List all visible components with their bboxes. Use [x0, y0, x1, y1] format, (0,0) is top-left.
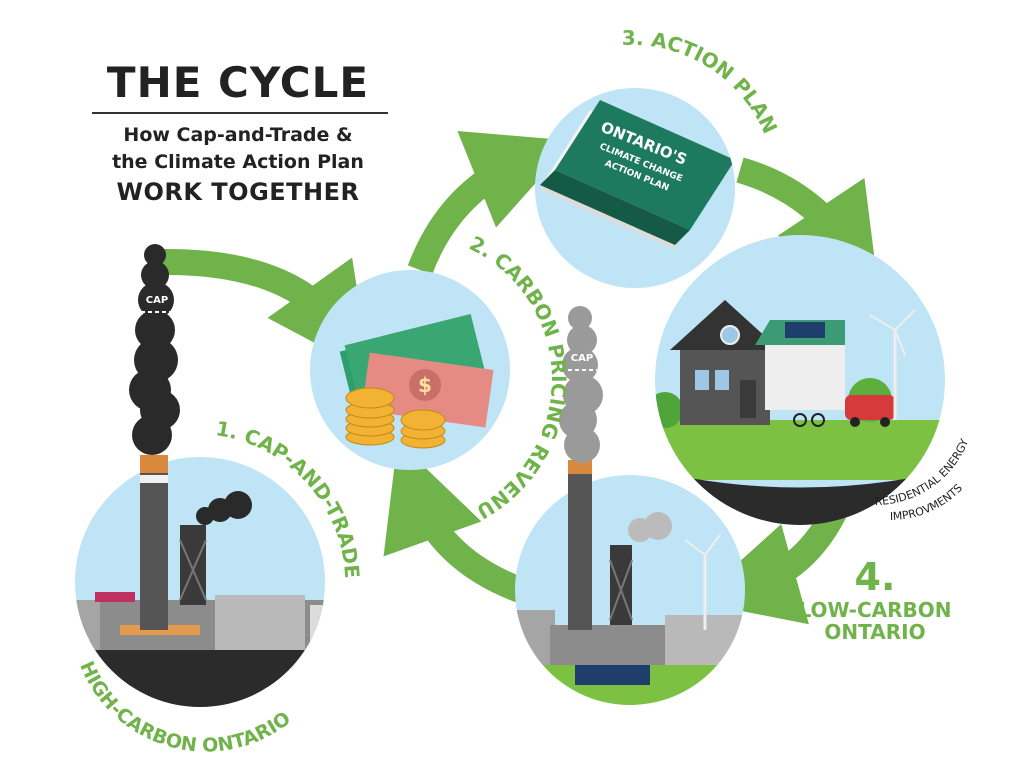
cap-marker-1: CAP [146, 295, 168, 306]
title-divider [92, 112, 388, 114]
arrow-plan-to-home [736, 157, 879, 294]
clean-smokestack [568, 460, 592, 630]
step4-number: 4. [854, 555, 896, 599]
subtitle-line1: How Cap-and-Trade & [123, 124, 353, 146]
cap-marker-2: CAP [571, 353, 593, 364]
grey-smoke [559, 306, 603, 463]
arrow-smoke-to-revenue [159, 248, 371, 373]
diagram-title: THE CYCLE [106, 58, 370, 107]
arrow-lowcarbon-to-revenue [383, 441, 525, 603]
svg-text:$: $ [418, 373, 432, 397]
arrow-revenue-to-plan [407, 131, 574, 275]
revenue-scene: $ [310, 270, 510, 470]
subtitle-line2: the Climate Action Plan [112, 151, 364, 173]
step4-label-line2: ONTARIO [824, 620, 926, 644]
black-smoke [129, 244, 252, 525]
subtitle-line3: WORK TOGETHER [116, 178, 360, 206]
step4-label-line1: LOW-CARBON [798, 598, 952, 622]
main-smokestack [140, 455, 168, 630]
high-carbon-scene: CAP [75, 244, 325, 707]
action-plan-scene: ONTARIO'S CLIMATE CHANGE ACTION PLAN [535, 88, 735, 288]
